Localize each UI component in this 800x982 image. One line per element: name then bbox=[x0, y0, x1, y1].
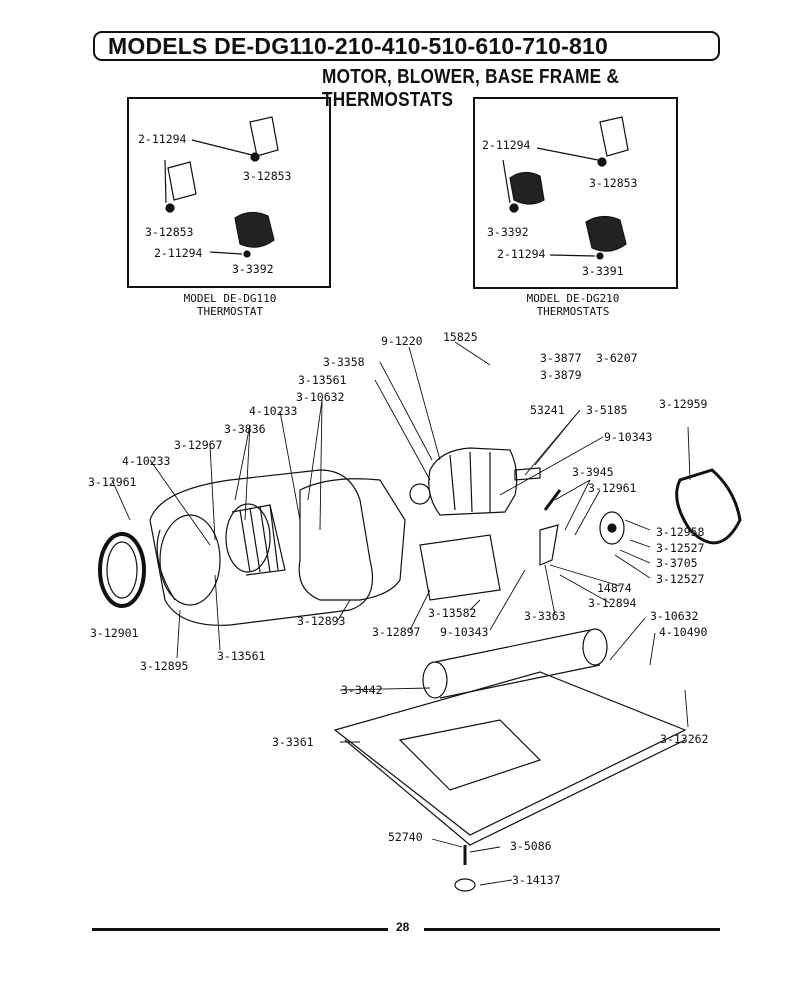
part-label: 3-3363 bbox=[524, 609, 566, 623]
inset-left-label: 2-11294 bbox=[154, 246, 203, 260]
part-label: 3-3705 bbox=[656, 556, 698, 570]
leveling-leg bbox=[454, 845, 476, 892]
inset-left-label: 3-3392 bbox=[232, 262, 274, 276]
part-label: 3-10632 bbox=[650, 609, 699, 623]
footer-rule-left bbox=[92, 928, 388, 931]
part-label: 3-12527 bbox=[656, 572, 705, 586]
part-label: 3-3442 bbox=[341, 683, 383, 697]
part-label: 3-12897 bbox=[372, 625, 421, 639]
blower-wheel bbox=[225, 503, 286, 576]
idler-arm bbox=[539, 524, 559, 566]
inset-right-caption-type: THERMOSTATS bbox=[536, 305, 610, 318]
inset-left-label: 3-12853 bbox=[243, 169, 292, 183]
part-label: 9-10343 bbox=[604, 430, 653, 444]
part-label: 14874 bbox=[597, 581, 632, 595]
part-label: 3-13561 bbox=[217, 649, 266, 663]
inset-left-label: 2-11294 bbox=[138, 132, 187, 146]
part-label: 3-13561 bbox=[298, 373, 347, 387]
part-label: 4-10490 bbox=[659, 625, 708, 639]
part-label: 3-12967 bbox=[174, 438, 223, 452]
page-number: 28 bbox=[396, 920, 410, 934]
part-label: 3-3836 bbox=[224, 422, 266, 436]
part-label: 3-3945 bbox=[572, 465, 614, 479]
part-label: 9-10343 bbox=[440, 625, 489, 639]
part-label: 9-1220 bbox=[381, 334, 423, 348]
page-title: MODELS DE-DG110-210-410-510-610-710-810 bbox=[108, 33, 608, 59]
part-label: 4-10233 bbox=[122, 454, 171, 468]
idler-spring bbox=[543, 489, 562, 511]
part-label: 3-12894 bbox=[588, 596, 637, 610]
part-label: 3-12893 bbox=[297, 614, 346, 628]
inset-right-label: 3-12853 bbox=[589, 176, 638, 190]
inset-left-caption: MODEL DE-DG110 THERMOSTAT bbox=[160, 292, 300, 318]
leader-lines bbox=[111, 341, 691, 886]
part-label: 53241 bbox=[530, 403, 565, 417]
part-label: 3-12527 bbox=[656, 541, 705, 555]
inset-left-art bbox=[164, 116, 279, 258]
part-label: 3-3877 bbox=[540, 351, 582, 365]
inset-right-label: 3-3392 bbox=[487, 225, 529, 239]
motor-mount-bracket bbox=[419, 534, 501, 601]
inset-right-frame bbox=[473, 97, 678, 289]
inset-left-frame bbox=[127, 97, 331, 288]
inset-left-label: 3-12853 bbox=[145, 225, 194, 239]
inset-right-caption-model: MODEL DE-DG210 bbox=[526, 292, 620, 305]
page-subtitle: MOTOR, BLOWER, BASE FRAME & THERMOSTATS bbox=[322, 66, 620, 111]
part-label: 3-3361 bbox=[272, 735, 314, 749]
part-label: 15825 bbox=[443, 330, 478, 344]
inset-left-caption-model: MODEL DE-DG110 bbox=[183, 292, 277, 305]
part-label: 3-5086 bbox=[510, 839, 552, 853]
part-label: 3-12959 bbox=[659, 397, 708, 411]
inset-right-label: 3-3391 bbox=[582, 264, 624, 278]
drive-motor bbox=[409, 447, 541, 516]
part-label: 3-5185 bbox=[586, 403, 628, 417]
footer-rule-right bbox=[424, 928, 720, 931]
part-label: 3-10632 bbox=[296, 390, 345, 404]
part-label: 3-12961 bbox=[588, 481, 637, 495]
part-label: 3-3879 bbox=[540, 368, 582, 382]
part-label: 3-12901 bbox=[90, 626, 139, 640]
inset-right-caption: MODEL DE-DG210 THERMOSTATS bbox=[503, 292, 643, 318]
inset-left-caption-type: THERMOSTAT bbox=[196, 305, 264, 318]
part-label: 3-13582 bbox=[428, 606, 477, 620]
part-label: 3-6207 bbox=[596, 351, 638, 365]
base-frame bbox=[333, 671, 687, 846]
part-label: 3-13262 bbox=[660, 732, 709, 746]
part-label: 3-14137 bbox=[512, 873, 561, 887]
inset-right-label: 2-11294 bbox=[497, 247, 546, 261]
inset-right-label: 2-11294 bbox=[482, 138, 531, 152]
part-label: 3-12961 bbox=[88, 475, 137, 489]
part-label: 3-3358 bbox=[323, 355, 365, 369]
inset-right-art bbox=[502, 116, 629, 260]
drive-belt bbox=[675, 468, 742, 545]
blower-housing bbox=[149, 469, 374, 626]
part-label: 3-12895 bbox=[140, 659, 189, 673]
blower-cover bbox=[298, 478, 406, 601]
idler-pulley bbox=[599, 511, 625, 545]
part-label: 3-12958 bbox=[656, 525, 705, 539]
blower-seal-ring bbox=[98, 532, 146, 608]
part-label: 4-10233 bbox=[249, 404, 298, 418]
header-frame bbox=[93, 31, 720, 61]
part-label: 52740 bbox=[388, 830, 423, 844]
